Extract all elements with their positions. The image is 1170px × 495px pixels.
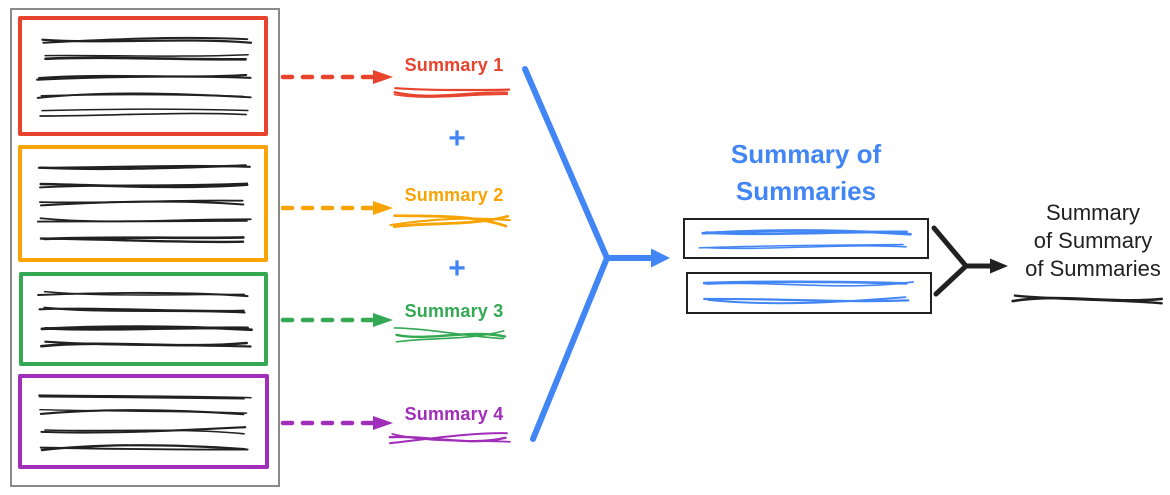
final-summary-label: Summary of Summary of Summaries <box>1022 199 1164 283</box>
title-line: Summaries <box>735 176 877 206</box>
dashed-arrow-summary-1 <box>280 70 393 84</box>
scribble-text-line <box>39 107 249 117</box>
summary-scribble-2 <box>389 214 511 228</box>
summary-of-summaries-box-1 <box>683 218 929 259</box>
plus-operator: + <box>448 252 466 285</box>
scribble-text-line <box>38 394 252 400</box>
final-label-line: of Summaries <box>1025 256 1161 281</box>
scribble-text-line <box>702 280 914 287</box>
scribble-text-line <box>701 228 912 236</box>
source-document <box>10 8 280 487</box>
scribble-text-line <box>39 182 249 189</box>
scribble-text-line <box>36 92 252 99</box>
dashed-arrow-summary-3 <box>280 313 393 327</box>
scribble-text-line <box>36 217 252 223</box>
scribble-text-line <box>40 325 253 332</box>
summary-label-4: Summary 4 <box>404 404 504 424</box>
title-line: Summary of <box>730 139 882 169</box>
scribble-text-line <box>40 340 252 348</box>
summary-label-3: Summary 3 <box>404 301 504 321</box>
final-summary-scribble <box>1011 294 1164 305</box>
scribble-text-line <box>37 290 249 298</box>
scribble-text-line <box>44 53 249 61</box>
summary-label-1: Summary 1 <box>404 55 504 75</box>
scribble-text-line <box>39 236 245 244</box>
summary-label-2: Summary 2 <box>404 185 504 205</box>
summary-scribble-1 <box>393 87 511 98</box>
document-section-2 <box>18 145 268 262</box>
summary-of-summaries-box-2 <box>686 272 932 314</box>
dashed-arrow-summary-4 <box>280 416 393 430</box>
plus-operator: + <box>448 122 466 155</box>
scribble-text-line <box>41 36 253 44</box>
document-section-4 <box>18 374 269 469</box>
scribble-text-line <box>39 199 245 207</box>
merge-arrow-black <box>931 225 1008 297</box>
scribble-text-line <box>38 306 246 314</box>
summary-scribble-3 <box>393 327 507 343</box>
summary-of-summaries-title: Summary of Summaries <box>700 136 912 210</box>
scribble-text-line <box>37 164 251 171</box>
scribble-text-line <box>40 425 247 435</box>
scribble-text-line <box>39 409 248 416</box>
final-label-line: of Summary <box>1033 228 1153 253</box>
scribble-text-line <box>703 296 910 305</box>
scribble-text-line <box>698 244 907 250</box>
merge-arrow-blue <box>522 66 670 442</box>
document-section-1 <box>18 16 268 136</box>
scribble-text-line <box>39 443 249 451</box>
final-label-line: Summary <box>1045 200 1141 225</box>
dashed-arrow-summary-2 <box>280 201 393 215</box>
document-section-3 <box>19 272 268 366</box>
summary-scribble-4 <box>388 432 511 445</box>
scribble-text-line <box>36 73 252 81</box>
